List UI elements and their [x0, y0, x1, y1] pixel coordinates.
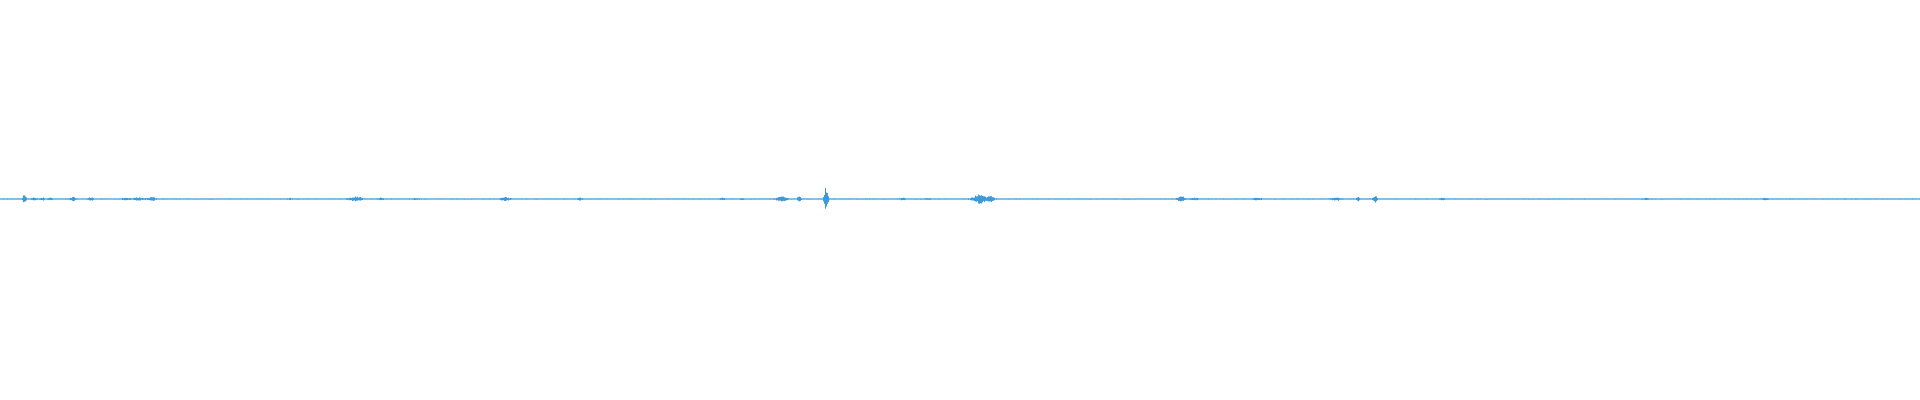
waveform-bars: [0, 188, 1920, 209]
